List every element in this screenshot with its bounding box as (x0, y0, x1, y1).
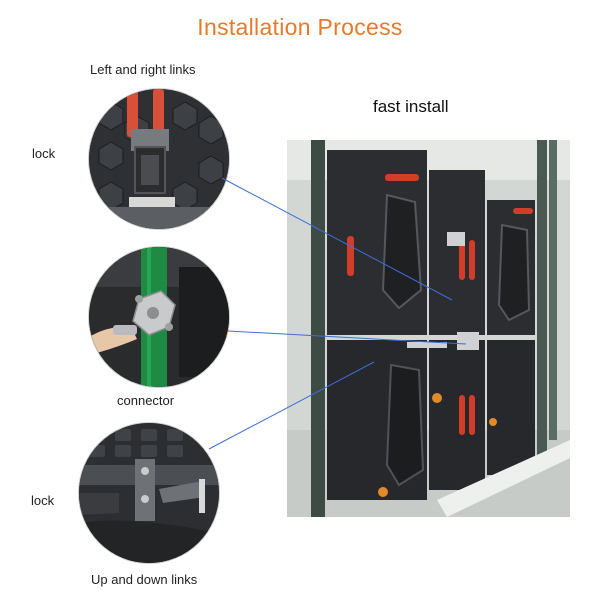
detail-circle-up-down-links (79, 423, 219, 563)
detail-circle-connector (89, 247, 229, 387)
label-fast-install: fast install (373, 97, 449, 116)
page-title: Installation Process (197, 14, 403, 40)
label-left-right-links: Left and right links (90, 62, 196, 77)
label-lock-bottom: lock (31, 493, 55, 508)
label-lock-top: lock (32, 146, 56, 161)
label-up-down-links: Up and down links (91, 572, 198, 587)
main-installation-photo (287, 140, 570, 517)
detail-circle-left-right-links (89, 89, 229, 229)
label-connector: connector (117, 393, 175, 408)
